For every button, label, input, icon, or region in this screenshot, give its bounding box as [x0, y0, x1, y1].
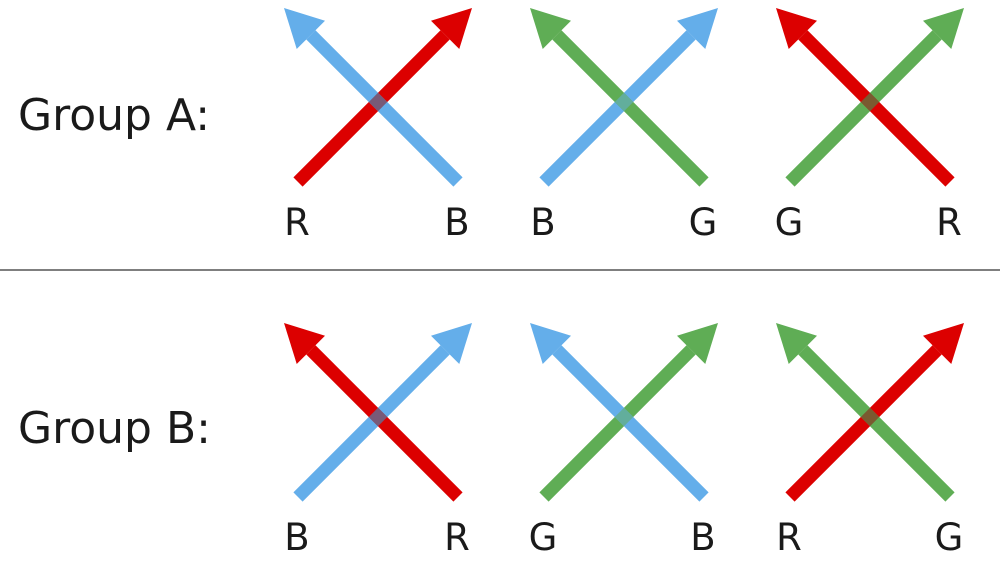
blue-arrow-shaft: [306, 30, 463, 187]
right-arrow-label: B: [444, 201, 469, 244]
red-arrow-shaft: [798, 30, 955, 187]
right-arrow-label: B: [690, 516, 715, 559]
right-arrow-label: R: [936, 201, 962, 244]
blue-arrowhead-icon: [430, 323, 472, 365]
crossing-overlap: [368, 407, 388, 427]
crossing-overlap: [860, 92, 880, 112]
blue-arrow-shaft: [539, 30, 696, 187]
blue-arrow-shaft: [552, 345, 709, 502]
green-arrowhead-icon: [776, 323, 818, 365]
green-arrow-shaft: [552, 30, 709, 187]
red-arrow-shaft: [306, 345, 463, 502]
red-arrow-shaft: [293, 30, 450, 187]
group-a-label: Group A:: [18, 90, 210, 141]
left-arrow-label: B: [284, 516, 309, 559]
blue-arrowhead-icon: [530, 323, 572, 365]
crossing-overlap: [614, 407, 634, 427]
right-arrow-label: G: [935, 516, 964, 559]
red-arrowhead-icon: [922, 323, 964, 365]
left-arrow-label: R: [776, 516, 802, 559]
crossing-overlap: [860, 407, 880, 427]
blue-arrowhead-icon: [676, 8, 718, 50]
red-arrow-shaft: [785, 345, 942, 502]
right-arrow-label: R: [444, 516, 470, 559]
blue-arrow-shaft: [293, 345, 450, 502]
green-arrowhead-icon: [530, 8, 572, 50]
left-arrow-label: R: [284, 201, 310, 244]
red-arrowhead-icon: [284, 323, 326, 365]
left-arrow-label: G: [775, 201, 804, 244]
red-arrowhead-icon: [430, 8, 472, 50]
green-arrow-shaft: [539, 345, 696, 502]
red-arrowhead-icon: [776, 8, 818, 50]
blue-arrowhead-icon: [284, 8, 326, 50]
group-b-label: Group B:: [18, 403, 211, 454]
green-arrow-shaft: [798, 345, 955, 502]
left-arrow-label: G: [529, 516, 558, 559]
right-arrow-label: G: [689, 201, 718, 244]
green-arrowhead-icon: [922, 8, 964, 50]
left-arrow-label: B: [530, 201, 555, 244]
crossing-overlap: [368, 92, 388, 112]
green-arrowhead-icon: [676, 323, 718, 365]
crossing-overlap: [614, 92, 634, 112]
green-arrow-shaft: [785, 30, 942, 187]
